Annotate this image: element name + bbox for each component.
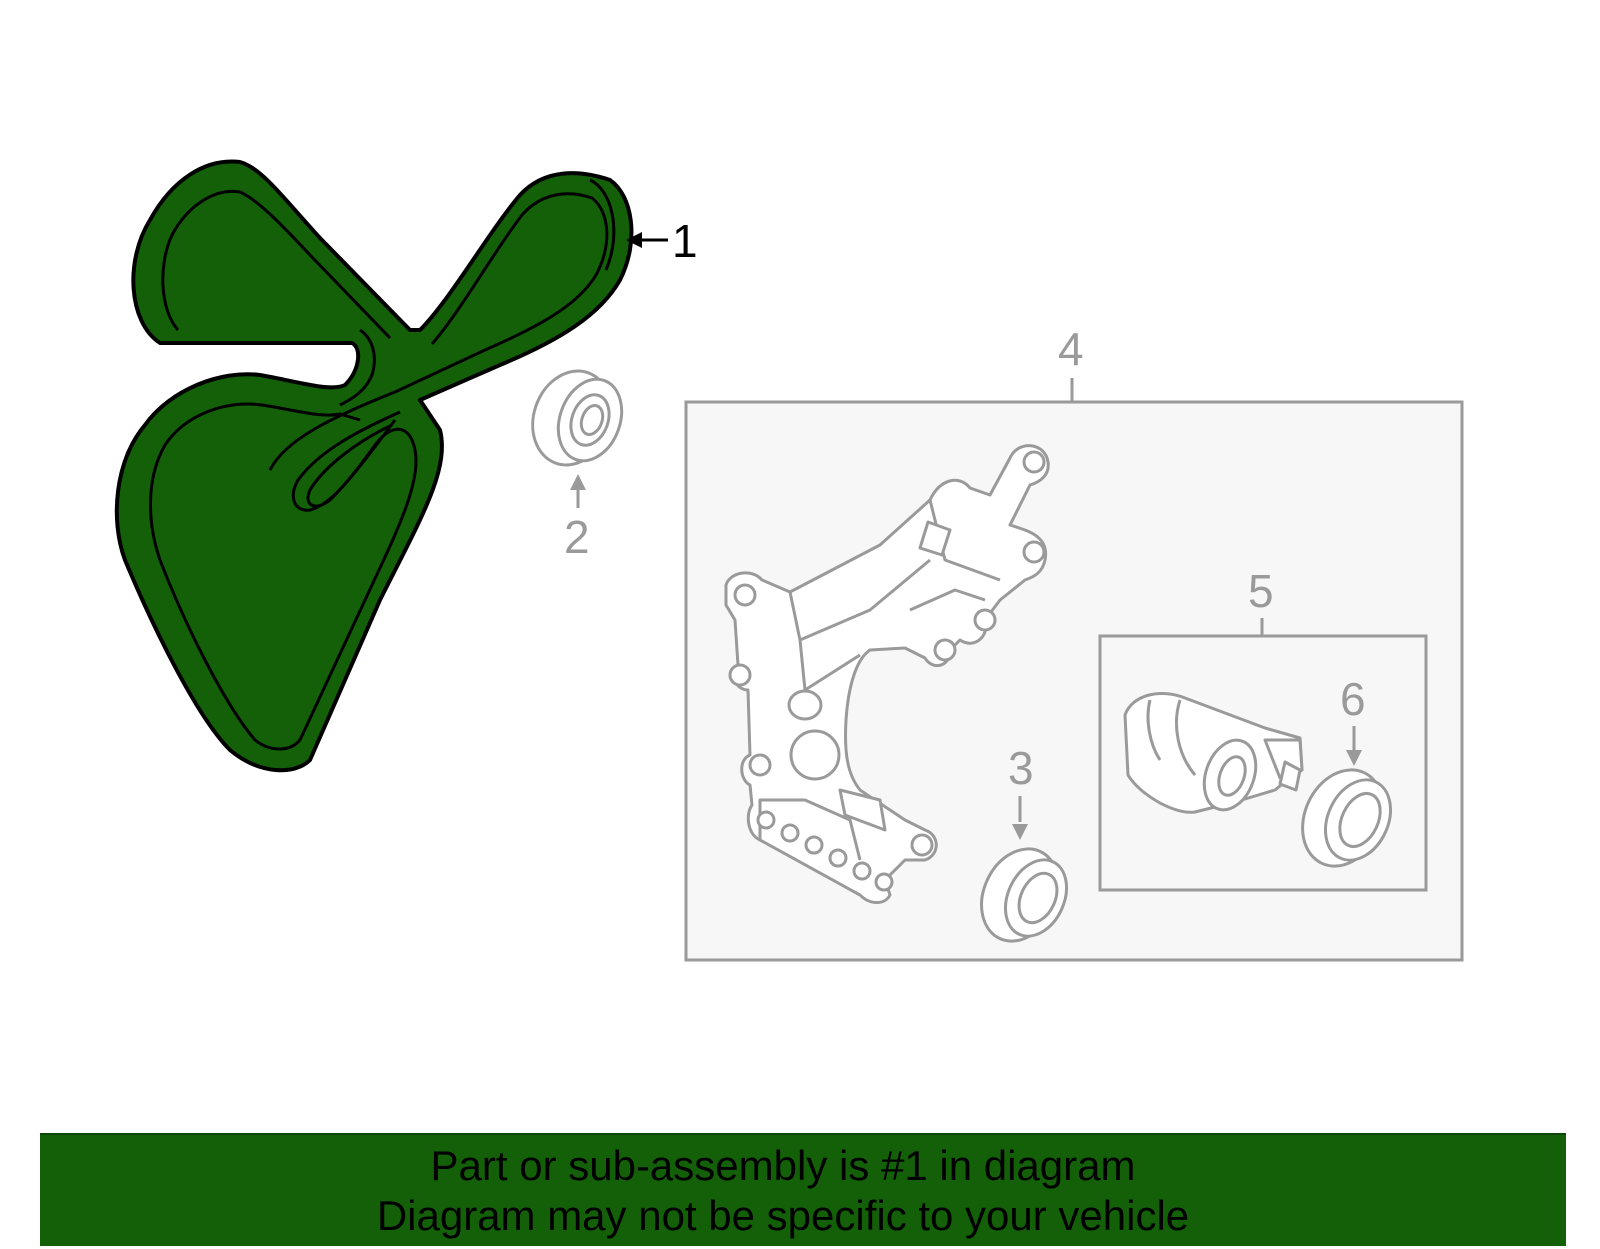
callout-1[interactable]: 1	[626, 215, 698, 267]
belt-crossover-edge	[339, 328, 376, 407]
belt-inner-loop-lower	[306, 419, 397, 508]
bracket-hole-left-top	[733, 583, 757, 607]
bracket-hole-top	[1022, 450, 1046, 474]
bracket-hole-mid-1	[973, 608, 997, 632]
bracket-hole-upper-right	[1022, 540, 1046, 564]
banner-line-1: Part or sub-assembly is #1 in diagram	[430, 1141, 1136, 1189]
bracket-bolt-1	[756, 810, 776, 830]
belt-inner-edge-bottom-left	[149, 444, 302, 751]
callout-1-label: 1	[672, 215, 698, 267]
belt-inner-edge-right-loop	[394, 192, 609, 394]
callout-6-arrowhead	[1346, 750, 1362, 766]
bracket-step	[838, 788, 887, 832]
bracket-drawing	[724, 444, 1050, 904]
pulley-part-3[interactable]	[967, 836, 1078, 953]
pulley-2-hub-outer	[569, 393, 611, 447]
bracket-boss	[787, 689, 823, 721]
callout-4-label: 4	[1058, 323, 1084, 375]
callout-4[interactable]: 4	[1058, 323, 1084, 402]
bracket-large-bore	[789, 729, 841, 781]
callout-2-label: 2	[564, 511, 590, 563]
callout-6-label: 6	[1340, 673, 1366, 725]
belt-rib-right-outer	[589, 178, 616, 271]
bracket-slot	[918, 520, 952, 557]
callout-1-arrowhead	[626, 232, 642, 248]
tensioner-ridge-1	[1146, 699, 1162, 761]
callout-3-arrowhead	[1012, 824, 1028, 840]
tensioner-end-bore	[1217, 755, 1247, 797]
bracket-hole-left-mid	[728, 663, 752, 687]
pulley-part-2[interactable]	[520, 360, 633, 476]
bracket-bolt-4	[828, 848, 848, 868]
bracket-rib-3	[928, 499, 1001, 582]
banner-line-2: Diagram may not be specific to your vehi…	[376, 1191, 1190, 1239]
tensioner-drawing	[1123, 692, 1304, 814]
info-banner: Part or sub-assembly is #1 in diagram Di…	[40, 1133, 1566, 1246]
callout-2-arrowhead	[570, 474, 586, 490]
bracket-body	[724, 444, 1050, 904]
pulley-6-hub	[1338, 792, 1382, 848]
bracket-hole-left-low	[748, 753, 772, 777]
tensioner-ridge-2	[1175, 699, 1197, 776]
belt-inner-edge-bottom	[163, 402, 361, 446]
bracket-rib-4	[909, 588, 986, 612]
callout-5-label: 5	[1248, 565, 1274, 617]
pulley-part-6[interactable]	[1287, 757, 1403, 880]
bracket-rib-2	[798, 639, 861, 692]
belt-inner-edge-top-left	[161, 189, 392, 340]
callout-5[interactable]: 5	[1248, 565, 1274, 636]
callout-3[interactable]: 3	[1008, 742, 1034, 840]
bracket-bolt-6	[874, 872, 894, 892]
bracket-hole-mid-2	[933, 638, 957, 662]
tensioner-stud	[1278, 760, 1302, 792]
callout-6[interactable]: 6	[1340, 673, 1366, 766]
belt-part-1[interactable]	[114, 159, 634, 773]
bracket-bolt-3	[804, 835, 824, 855]
bracket-bolt-2	[780, 823, 800, 843]
bracket-rib-1	[788, 558, 931, 642]
belt-outline	[114, 159, 634, 773]
pulley-2-hub-inner	[579, 403, 605, 437]
bracket-bolt-5	[852, 861, 872, 881]
bracket-hole-right-low	[910, 833, 934, 857]
belt-cross-strand	[268, 390, 396, 471]
callout-3-label: 3	[1008, 742, 1034, 794]
pulley-3-hub	[1017, 871, 1059, 925]
callout-2[interactable]: 2	[564, 474, 590, 563]
